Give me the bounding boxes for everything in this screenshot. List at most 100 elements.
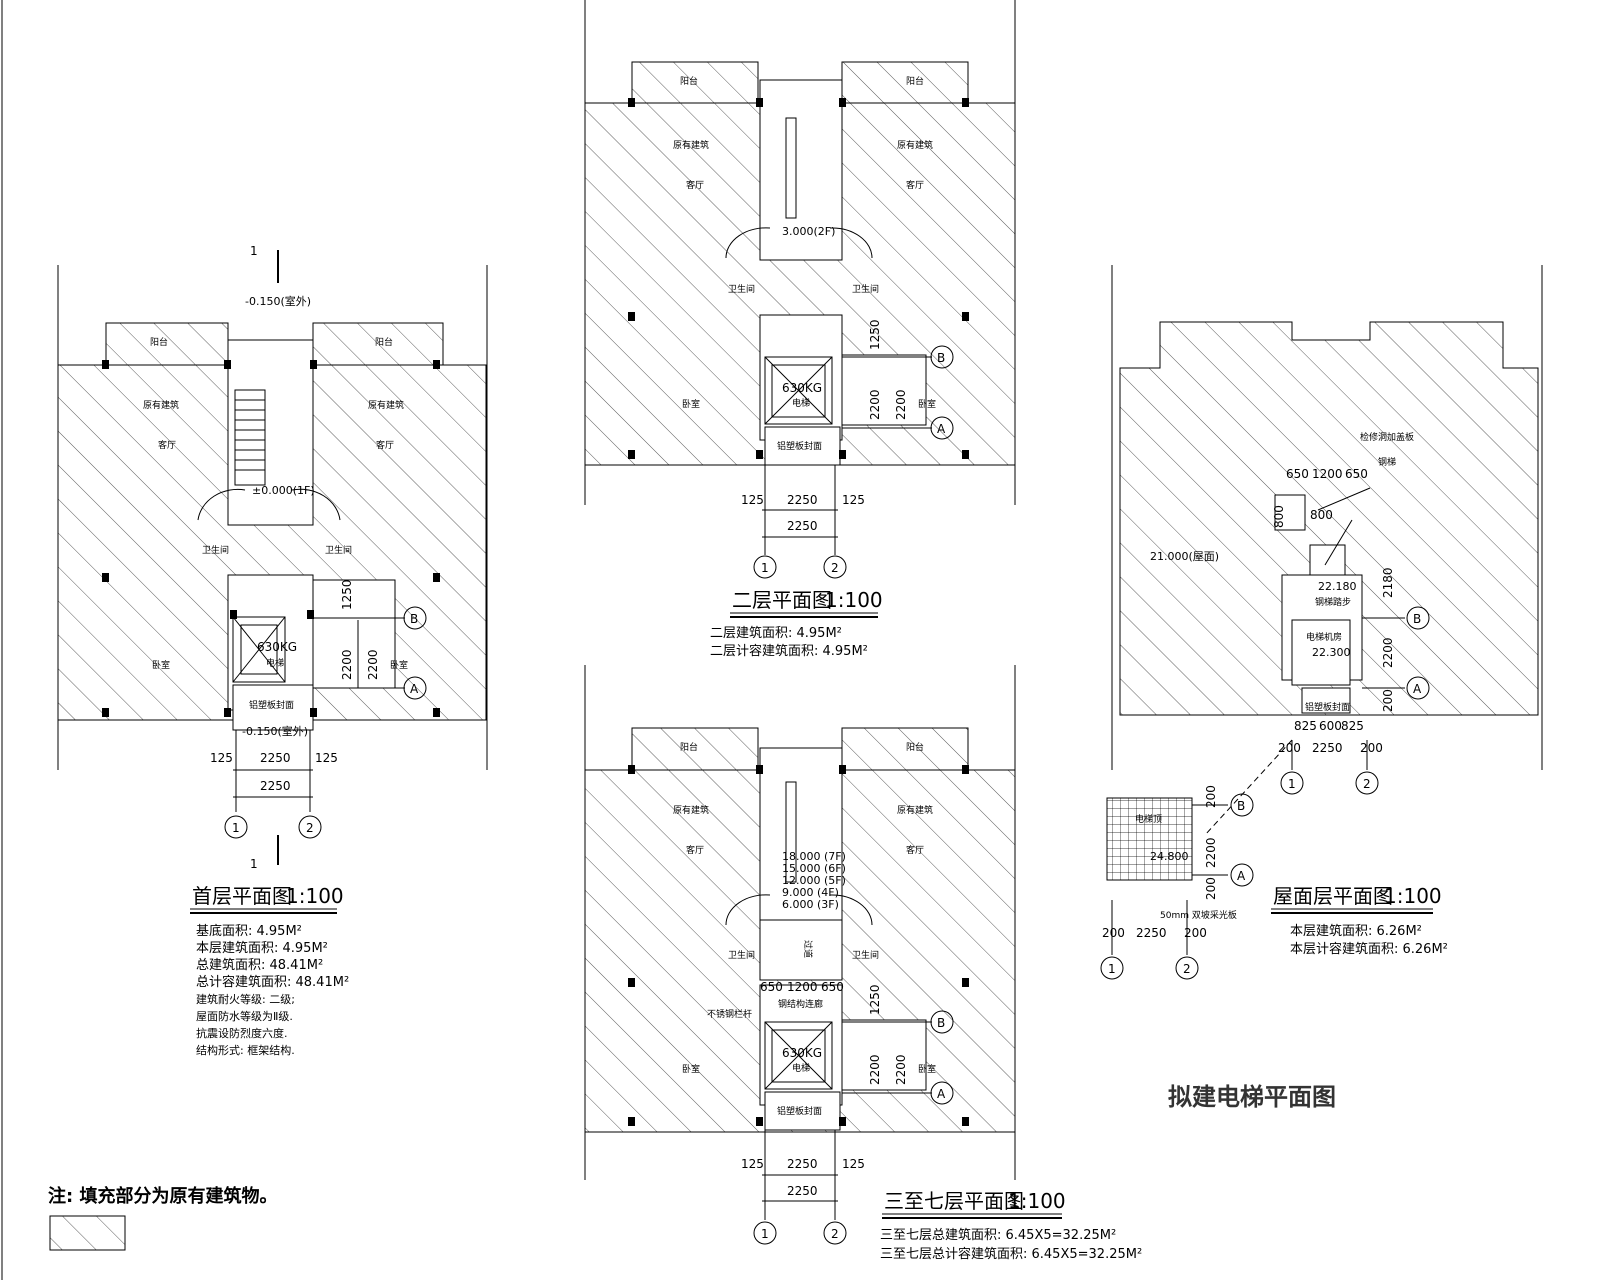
room-label: 客厅	[376, 439, 394, 451]
dim-label: 2250	[260, 751, 291, 765]
plan-title: 首层平面图	[192, 884, 292, 908]
dim-label: 2200	[868, 389, 882, 420]
dim-label: 2200	[1381, 637, 1395, 668]
dim-label: 2250	[787, 1184, 818, 1198]
level-label: 15.000 (6F)	[782, 862, 846, 875]
corridor-label: 过道	[802, 940, 814, 958]
room-label: 卧室	[682, 1063, 700, 1075]
room-label: 客厅	[158, 439, 176, 451]
axis-label: B	[1237, 799, 1245, 813]
axis-label: 2	[1183, 962, 1191, 976]
dim-label: 2250	[1312, 741, 1343, 755]
level-label: -0.150(室外)	[242, 724, 308, 738]
steel-label: 钢结构连廊	[778, 998, 823, 1010]
room-label: 阳台	[906, 741, 924, 753]
dim-label: 1250	[340, 579, 354, 610]
room-label: 原有建筑	[673, 139, 709, 151]
room-label: 客厅	[686, 179, 704, 191]
room-label: 卫生间	[852, 283, 879, 295]
dim-label: 2200	[340, 649, 354, 680]
dim-label: 200	[1204, 877, 1218, 900]
cover-label: 铝塑板封面	[249, 699, 294, 711]
level-label: ±0.000(1F)	[252, 484, 315, 497]
level-label: 6.000 (3F)	[782, 898, 839, 911]
area-note: 总计容建筑面积: 48.41M²	[196, 974, 349, 990]
level-label: 12.000 (5F)	[782, 874, 846, 887]
axis-label: B	[1413, 612, 1421, 626]
dim-label: 650	[1286, 467, 1309, 481]
spec-note: 建筑耐火等级: 二级;	[196, 992, 295, 1006]
room-label: 卫生间	[202, 544, 229, 556]
area-note: 二层建筑面积: 4.95M²	[710, 625, 842, 641]
room-label: 阳台	[680, 741, 698, 753]
plan-title: 屋面层平面图	[1273, 884, 1393, 908]
ladder-label: 钢梯	[1378, 456, 1396, 468]
dim-label: 650	[1345, 467, 1368, 481]
axis-label: B	[937, 351, 945, 365]
axis-label: 1	[761, 1227, 769, 1241]
cover-label: 铝塑板封面	[1305, 701, 1350, 713]
area-note: 三至七层总计容建筑面积: 6.45X5=32.25M²	[880, 1246, 1142, 1262]
section-mark: 1	[250, 857, 258, 871]
dim-label: 2180	[1381, 567, 1395, 598]
axis-label: A	[937, 422, 946, 436]
dim-label: 2250	[787, 493, 818, 507]
dim-label: 200	[1360, 741, 1383, 755]
plan-scale: 1:100	[825, 588, 883, 612]
room-label: 卫生间	[325, 544, 352, 556]
level-label: 18.000 (7F)	[782, 850, 846, 863]
hatch-label: 检修洞加盖板	[1360, 431, 1414, 443]
dim-label: 200	[1204, 785, 1218, 808]
machine-label: 电梯机房	[1306, 631, 1342, 643]
typical-floor-plan: 阳台 阳台 原有建筑 原有建筑 客厅 客厅 卫生间 卫生间 卧室 卧室 18.0…	[584, 665, 1142, 1262]
dim-label: 125	[741, 493, 764, 507]
level-label: 22.300	[1312, 646, 1351, 659]
level-label: 9.000 (4F)	[782, 886, 839, 899]
level-label: 22.180	[1318, 580, 1357, 593]
axis-label: 2	[831, 1227, 839, 1241]
room-label: 客厅	[906, 844, 924, 856]
roof-plan: 检修洞加盖板 钢梯 650 1200 650 800 800 21.000(屋面…	[1100, 265, 1543, 980]
dim-label: 2200	[1204, 837, 1218, 868]
axis-label: 1	[1288, 777, 1296, 791]
dim-label: 1200	[1312, 467, 1343, 481]
elevator-capacity: 630KG	[782, 1046, 822, 1060]
axis-label: 2	[306, 821, 314, 835]
room-label: 卫生间	[728, 283, 755, 295]
dim-label: 200	[1381, 689, 1395, 712]
level-label: -0.150(室外)	[245, 294, 311, 308]
room-label: 卧室	[682, 398, 700, 410]
room-label: 阳台	[150, 336, 168, 348]
dim-label: 125	[842, 493, 865, 507]
dim-label: 125	[741, 1157, 764, 1171]
dim-label: 2200	[894, 389, 908, 420]
room-label: 卫生间	[852, 949, 879, 961]
second-floor-plan: 阳台 阳台 原有建筑 原有建筑 客厅 客厅 卫生间 卫生间 卧室 卧室 3.00…	[584, 61, 1016, 659]
dim-label: 825	[1294, 719, 1317, 733]
room-label: 客厅	[906, 179, 924, 191]
dim-label: 2200	[868, 1054, 882, 1085]
room-label: 原有建筑	[897, 139, 933, 151]
level-label: 3.000(2F)	[782, 225, 835, 238]
dim-label: 2250	[787, 519, 818, 533]
room-label: 卧室	[390, 659, 408, 671]
elevator-label: 电梯	[266, 657, 284, 669]
dim-label: 1200	[787, 980, 818, 994]
room-label: 卧室	[918, 1063, 936, 1075]
axis-label: 1	[232, 821, 240, 835]
dim-label: 125	[315, 751, 338, 765]
stair-label: 钢梯踏步	[1315, 596, 1351, 608]
spec-note: 抗震设防烈度六度.	[196, 1026, 288, 1040]
room-label: 阳台	[680, 75, 698, 87]
elevator-capacity: 630KG	[782, 381, 822, 395]
rail-label: 不锈钢栏杆	[707, 1008, 752, 1020]
axis-label: B	[937, 1016, 945, 1030]
plan-scale: 1:100	[1384, 884, 1442, 908]
spec-note: 屋面防水等级为Ⅱ级.	[196, 1009, 293, 1023]
dim-label: 2200	[366, 649, 380, 680]
room-label: 阳台	[906, 75, 924, 87]
elevator-label: 电梯	[792, 397, 810, 409]
area-note: 本层计容建筑面积: 6.26M²	[1290, 941, 1448, 957]
axis-label: A	[937, 1087, 946, 1101]
cover-label: 铝塑板封面	[777, 440, 822, 452]
